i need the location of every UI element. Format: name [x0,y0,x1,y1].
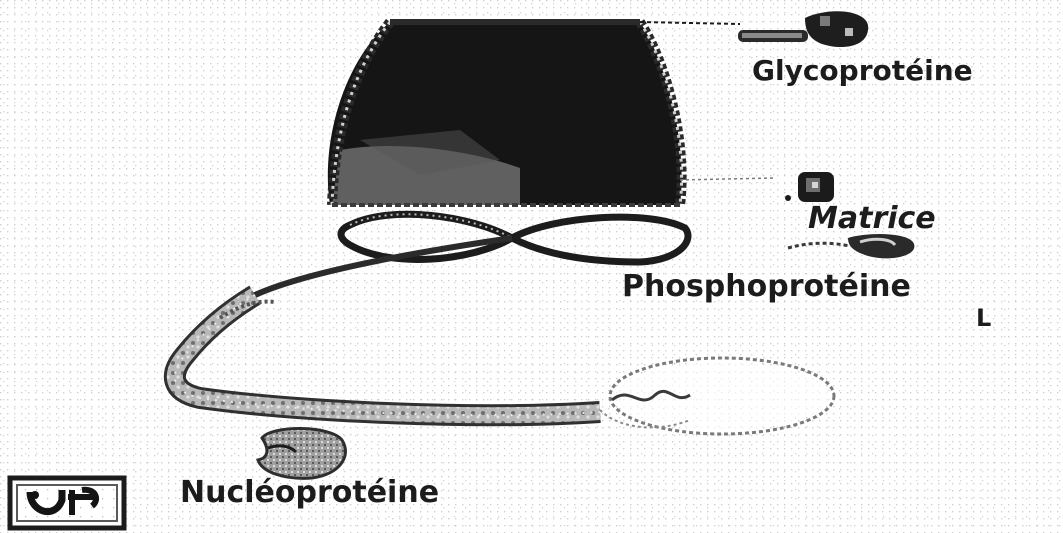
corner-logo-icon [10,478,124,528]
virion-body [328,22,682,205]
matrix-label: Matrice [808,201,936,236]
nucleoprotein-label: Nucléoprotéine [180,475,439,510]
nucleoprotein-icon [258,428,345,478]
l-protein-label: L [976,304,991,332]
phosphoprotein-label: Phosphoprotéine [622,269,911,304]
glycoprotein-label: Glycoprotéine [752,54,973,87]
